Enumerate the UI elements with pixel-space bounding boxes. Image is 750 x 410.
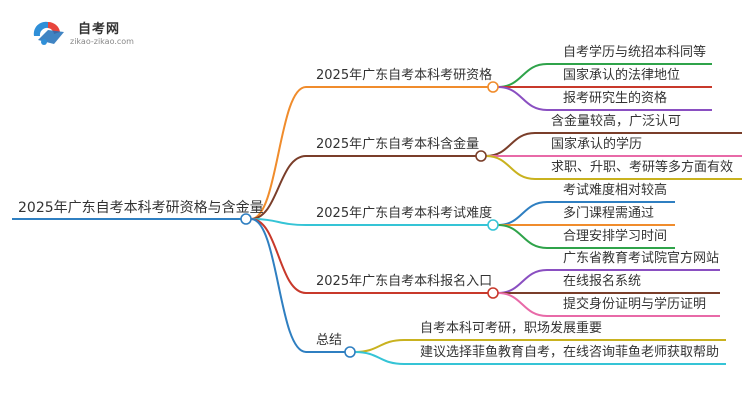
branch-label-qualification: 2025年广东自考本科考研资格 (316, 68, 493, 83)
branch-node-dot (487, 219, 499, 231)
leaf-label: 建议选择菲鱼教育自考，在线咨询菲鱼老师获取帮助 (420, 345, 720, 360)
graduation-cap-icon (33, 21, 64, 45)
branch-label-summary: 总结 (316, 333, 343, 348)
branch-node-dot (475, 150, 487, 162)
leaf-label: 国家承认的法律地位 (563, 68, 681, 83)
logo-subtitle: zikao-zikao.com (70, 37, 134, 46)
leaf-label: 报考研究生的资格 (563, 91, 668, 106)
leaf-label: 含金量较高，广泛认可 (551, 114, 682, 129)
branch-label-value: 2025年广东自考本科含金量 (316, 137, 480, 152)
leaf-connector (485, 132, 536, 157)
leaf-label: 国家承认的学历 (551, 137, 643, 152)
leaf-label: 多门课程需通过 (563, 206, 655, 221)
leaf-connector (485, 155, 536, 180)
branch-label-difficulty: 2025年广东自考本科考试难度 (316, 206, 493, 221)
leaf-connector (497, 86, 548, 111)
leaf-label: 在线报名系统 (563, 274, 642, 289)
branch-connector (250, 218, 307, 294)
root-node-dot (240, 213, 252, 225)
branch-connector (250, 218, 307, 353)
leaf-label: 考试难度相对较高 (563, 183, 668, 198)
logo-title: 自考网 (78, 22, 121, 37)
branch-connector (250, 218, 307, 226)
branch-label-registration: 2025年广东自考本科报名入口 (316, 274, 493, 289)
leaf-label: 广东省教育考试院官方网站 (563, 251, 720, 266)
leaf-connector (354, 339, 405, 353)
leaf-connector (354, 351, 405, 365)
leaf-connector (497, 224, 548, 249)
leaf-connector (497, 63, 548, 88)
branch-connector (250, 86, 307, 220)
leaf-label: 合理安排学习时间 (563, 229, 668, 244)
branch-connector (250, 155, 307, 220)
leaf-label: 自考学历与统招本科同等 (563, 45, 707, 60)
branch-node-dot (487, 81, 499, 93)
branch-node-dot (344, 346, 356, 358)
site-logo[interactable]: 自考网 zikao-zikao.com (30, 16, 150, 52)
branch-node-dot (487, 287, 499, 299)
leaf-connector (497, 292, 548, 317)
root-node-label: 2025年广东自考本科考研资格与含金量 (18, 200, 264, 216)
leaf-label: 提交身份证明与学历证明 (563, 297, 707, 312)
leaf-connector (497, 201, 548, 226)
leaf-label: 求职、升职、考研等多方面有效 (551, 160, 734, 175)
leaf-label: 自考本科可考研，职场发展重要 (420, 321, 603, 336)
leaf-connector (497, 269, 548, 294)
